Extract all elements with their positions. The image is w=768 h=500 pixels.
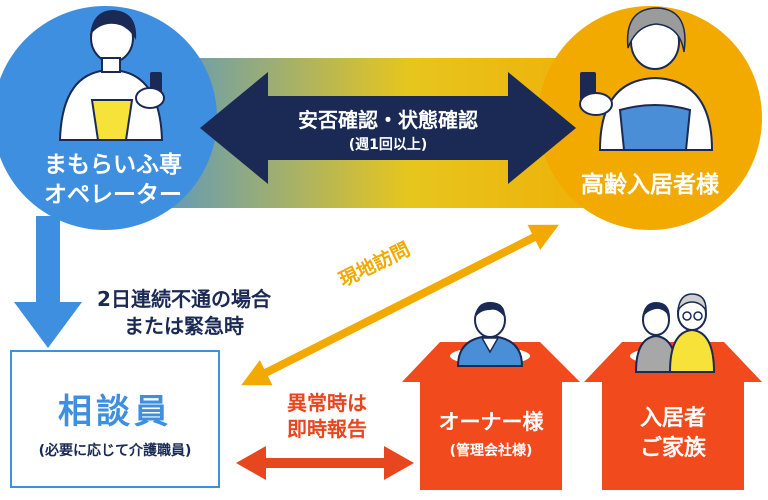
operator-person-illustration (58, 10, 165, 141)
family-people-illustration (634, 293, 716, 373)
consultant-subtitle: (必要に応じて介護職員) (38, 443, 192, 459)
escalation-down-arrow (14, 216, 82, 348)
report-double-arrow (236, 446, 414, 480)
resident-person-illustration (579, 7, 714, 151)
visit-double-arrow (241, 224, 559, 386)
owner-title: オーナー様 (438, 410, 544, 434)
operator-label: まもらいふ専 オペレーター (18, 150, 208, 210)
operator-label-line2: オペレーター (44, 182, 182, 208)
report-note: 異常時は 即時報告 (262, 390, 392, 442)
report-line1: 異常時は (287, 391, 367, 415)
owner-person-illustration (456, 302, 524, 367)
check-frequency: (週1回以上) (348, 137, 428, 153)
escalation-line2: または緊急時 (124, 314, 244, 338)
family-line2: ご家族 (639, 436, 706, 461)
check-title: 安否確認・状態確認 (298, 108, 478, 132)
check-double-arrow (200, 72, 576, 184)
family-label: 入居者 ご家族 (602, 404, 744, 464)
consultant-title: 相談員 (58, 392, 172, 432)
owner-subtitle: (管理会社様) (449, 443, 533, 459)
owner-house (402, 342, 580, 490)
family-line1: 入居者 (639, 406, 706, 431)
operator-label-line1: まもらいふ専 (44, 152, 182, 178)
consultant-box: 相談員 (必要に応じて介護職員) (10, 350, 220, 488)
resident-label: 高齢入居者様 (581, 172, 719, 198)
escalation-note: 2日連続不通の場合 または緊急時 (84, 286, 284, 340)
family-house (584, 342, 762, 490)
escalation-line1: 2日連続不通の場合 (97, 287, 271, 311)
report-line2: 即時報告 (287, 417, 367, 441)
